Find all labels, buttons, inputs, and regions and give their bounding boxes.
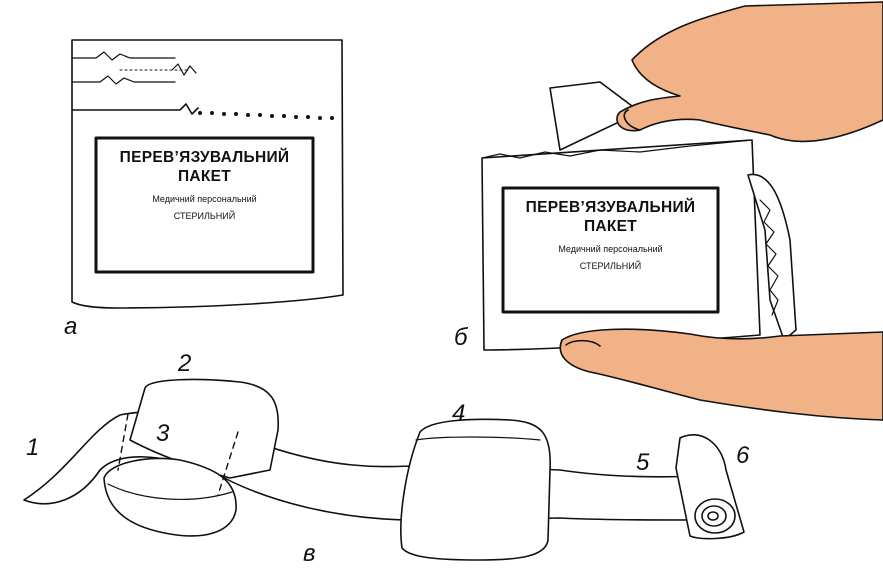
part-number-3: 3 — [156, 420, 169, 448]
panel-label-a: а — [64, 313, 77, 341]
packet-title-line2: ПАКЕТ — [98, 167, 311, 186]
part-number-2: 2 — [178, 350, 191, 378]
packet-subtitle: Медичний персональний — [98, 194, 311, 204]
packet-title-line1: ПЕРЕВ’ЯЗУВАЛЬНИЙ — [98, 148, 311, 167]
part-number-6: 6 — [736, 442, 749, 470]
hand-top — [617, 2, 883, 141]
packet-label-b: ПЕРЕВ’ЯЗУВАЛЬНИЙ ПАКЕТ Медичний персонал… — [505, 198, 716, 271]
bandage-roll — [676, 435, 744, 539]
packet-label-a: ПЕРЕВ’ЯЗУВАЛЬНИЙ ПАКЕТ Медичний персонал… — [98, 148, 311, 221]
packet-sterile: СТЕРИЛЬНИЙ — [505, 261, 716, 271]
hand-bottom — [560, 329, 883, 420]
packet-title-line1: ПЕРЕВ’ЯЗУВАЛЬНИЙ — [505, 198, 716, 217]
packet-title-line2: ПАКЕТ — [505, 217, 716, 236]
panel-label-b: б — [454, 324, 468, 352]
part-number-5: 5 — [636, 449, 649, 477]
packet-subtitle: Медичний персональний — [505, 244, 716, 254]
panel-label-c: в — [303, 540, 316, 568]
packet-sterile: СТЕРИЛЬНИЙ — [98, 211, 311, 221]
part-number-4: 4 — [452, 400, 465, 428]
part-number-1: 1 — [26, 434, 39, 462]
pad-sliding-4 — [401, 419, 550, 560]
